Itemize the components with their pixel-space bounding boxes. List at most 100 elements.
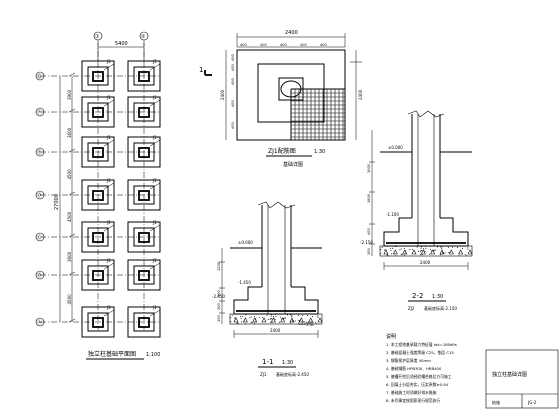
plan-scale: 1:100 <box>146 352 160 358</box>
footing-J1: J1 <box>127 59 161 92</box>
footing-J1: J1 <box>127 220 161 253</box>
footing-J1: J1 <box>127 258 161 291</box>
row-axis-bubble <box>35 190 45 200</box>
footing-J1: J1 <box>127 305 161 338</box>
footing-tag: J1 <box>152 59 157 64</box>
footing-tag: J1 <box>106 305 111 310</box>
s2-note-b: 基础底标高-2.150 <box>424 305 457 311</box>
title-block-title: 独立柱基础详图 <box>492 371 527 378</box>
top-dim-text: 5400 <box>115 41 128 47</box>
s2-elev-mid: -1.100 <box>386 212 399 217</box>
row-axis-bubble <box>35 317 45 327</box>
row-spacing-dim: 4500 <box>67 294 72 305</box>
s2-vdim-text: 400 <box>367 228 371 235</box>
fp-top-sub-dim: 400 <box>240 43 247 47</box>
footing-J1: J1 <box>81 220 115 253</box>
footing-J1: J1 <box>81 135 115 168</box>
fp-scale: 1:30 <box>314 149 325 155</box>
row-axis-label: Ⓐ <box>37 319 42 326</box>
row-spacing-dim: 4500 <box>67 211 72 222</box>
row-axis-label: Ⓖ <box>37 73 42 80</box>
row-axis-label: Ⓓ <box>37 192 42 199</box>
footing-J1: J1 <box>81 258 115 291</box>
fp-top-sub-dim: 400 <box>280 43 287 47</box>
row-axis-label: Ⓑ <box>37 272 42 279</box>
s2-elev-bottom: -2.150 <box>360 240 373 245</box>
fp-top-sub-dim: 400 <box>320 43 327 47</box>
row-axis-label: Ⓕ <box>37 109 42 116</box>
fp-side-dim-text: 400 <box>231 64 235 71</box>
note-line: 6. 回填土分层夯实，压实系数≥0.94 <box>386 382 449 387</box>
title-block-sheet: 结施 <box>492 399 500 405</box>
fp-right-dim: 2400 <box>358 89 363 100</box>
footing-tag: J1 <box>152 305 157 310</box>
footing-tag: J1 <box>106 95 111 100</box>
fp-side-dim-text: 400 <box>231 122 235 129</box>
footing-plan: 2400 2400 400400400400400400400400400400… <box>199 30 363 168</box>
title-block-code: JG-2 <box>527 400 537 405</box>
fp-rebar-mesh <box>290 88 345 140</box>
s1-elev-mid: -1.450 <box>238 280 251 285</box>
row-axis-bubble <box>35 107 45 117</box>
footing-tag: J1 <box>152 220 157 225</box>
row-axis-label: Ⓔ <box>37 149 42 156</box>
s2-concrete-bed <box>379 245 473 257</box>
row-spacing-dim: 3600 <box>67 251 72 262</box>
fp-section-marker: 1 <box>199 66 203 74</box>
total-dim-text: 27000 <box>54 194 60 210</box>
row-spacing-dim: 3900 <box>67 89 72 100</box>
row-spacing-dim: 3600 <box>67 127 72 138</box>
footing-tag: J1 <box>106 59 111 64</box>
s1-vdim-text: 100 <box>217 315 221 322</box>
footing-tag: J1 <box>152 178 157 183</box>
note-line: 3. 钢筋保护层厚度 40mm <box>386 358 431 363</box>
s1-concrete-bed <box>229 313 323 325</box>
s1-vdim-text: 1200 <box>217 262 221 271</box>
row-axis-label: Ⓒ <box>37 234 42 241</box>
notes-heading: 说明 <box>386 333 396 340</box>
footing-tag: J1 <box>106 258 111 263</box>
note-line: 4. 基础钢筋 HPB300、HRB400 <box>386 366 442 371</box>
s1-vdim-text: 300 <box>217 303 221 310</box>
s2-elev-top: ±0.000 <box>388 145 403 150</box>
fp-subtitle: 基础详图 <box>283 161 303 168</box>
s1-scale: 1:30 <box>282 360 293 366</box>
s2-footing-outline <box>383 217 469 247</box>
fp-side-dim-text: 400 <box>231 54 235 61</box>
row-axis-bubble <box>35 71 45 81</box>
footing-tag: J1 <box>106 220 111 225</box>
footing-J1: J1 <box>81 305 115 338</box>
s1-bottom-dim: 2400 <box>270 328 281 333</box>
row-axis-bubble <box>35 270 45 280</box>
s1-bed-stipple <box>230 313 323 325</box>
s1-footing-outline <box>233 286 319 315</box>
s2-scale: 1:30 <box>432 294 443 300</box>
fp-top-sub-dim: 400 <box>260 43 267 47</box>
fp-left-dim-text: 2400 <box>220 89 225 100</box>
row-spacing-dim: 4500 <box>67 169 72 180</box>
col-axis-2: ② <box>139 31 149 41</box>
col-axis-2-label: ② <box>141 34 146 40</box>
s2-title: 2-2 <box>412 292 423 300</box>
footing-J1: J1 <box>127 135 161 168</box>
note-line: 8. 未尽事宜按国家现行规范执行 <box>386 398 440 403</box>
fp-top-sub-dim: 400 <box>300 43 307 47</box>
title-block: 独立柱基础详图 结施 JG-2 <box>485 349 559 409</box>
s2-bottom-dim: 2400 <box>420 260 431 265</box>
row-axis-bubble <box>35 232 45 242</box>
s1-concrete-label: C15垫层 <box>298 320 314 326</box>
footing-J1: J1 <box>81 59 115 92</box>
footing-J1: J1 <box>81 178 115 211</box>
s2-vdim-text: 1800 <box>367 194 371 203</box>
s1-note-b: 基础底标高-2.450 <box>276 371 309 377</box>
